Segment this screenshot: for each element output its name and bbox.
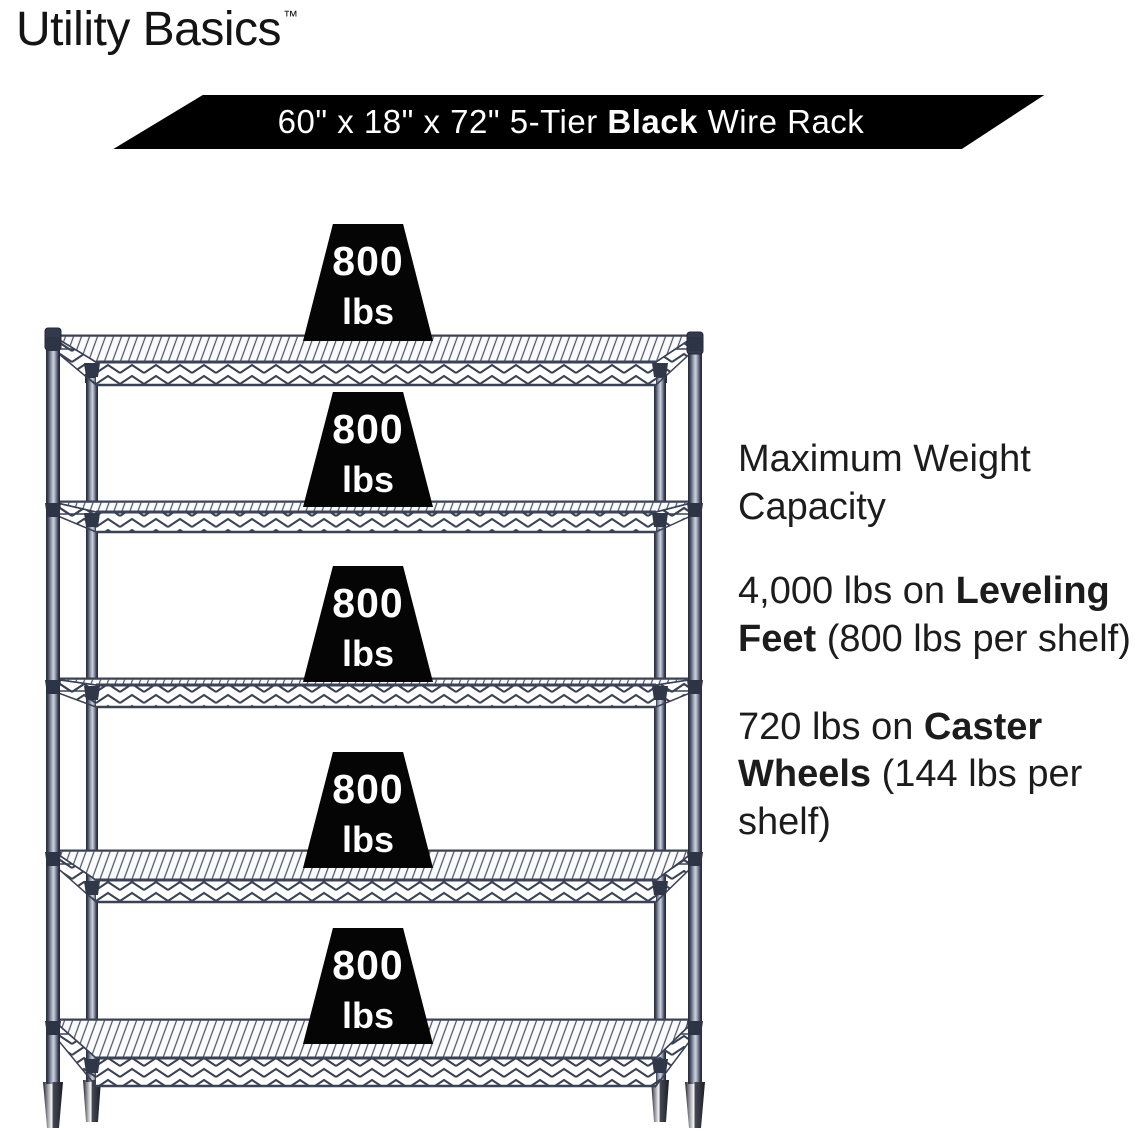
badge-unit: lbs: [341, 459, 394, 500]
weight-capacity-panel: Maximum Weight Capacity 4,000 lbs on Lev…: [738, 436, 1137, 887]
badge-unit: lbs: [341, 995, 394, 1036]
banner-text-bold: Black: [607, 103, 698, 140]
shelf-2: [52, 500, 696, 534]
front-left-foot: [43, 1082, 63, 1128]
shelf-3: [52, 677, 696, 709]
weight-badge-4: 800 lbs: [303, 752, 433, 868]
badge-value: 800: [332, 580, 404, 626]
wire-rack-illustration: [43, 327, 705, 1128]
back-left-foot: [83, 1080, 101, 1122]
badge-value: 800: [332, 238, 404, 284]
badge-value: 800: [332, 942, 404, 988]
shelf-1: [50, 334, 698, 387]
badge-unit: lbs: [341, 633, 394, 674]
brand-name: Utility Basics: [16, 3, 282, 56]
back-right-foot: [651, 1080, 669, 1122]
front-right-foot: [685, 1082, 705, 1128]
banner-text-pre: 60" x 18" x 72" 5-Tier: [277, 103, 608, 140]
caster-wheels-capacity: 720 lbs on Caster Wheels (144 lbs per sh…: [738, 705, 1083, 844]
product-title-banner: 60" x 18" x 72" 5-Tier Black Wire Rack: [113, 95, 1045, 149]
front-posts: [43, 327, 705, 1128]
badge-unit: lbs: [341, 291, 394, 332]
panel-heading: Maximum Weight Capacity: [738, 438, 1031, 528]
banner-text-post: Wire Rack: [697, 103, 865, 140]
badge-value: 800: [332, 766, 404, 812]
trademark-symbol: ™: [283, 8, 298, 25]
badge-unit: lbs: [341, 819, 394, 860]
back-posts: [83, 374, 669, 1122]
leveling-feet-capacity: 4,000 lbs on Leveling Feet (800 lbs per …: [738, 569, 1131, 660]
badge-value: 800: [332, 406, 404, 452]
